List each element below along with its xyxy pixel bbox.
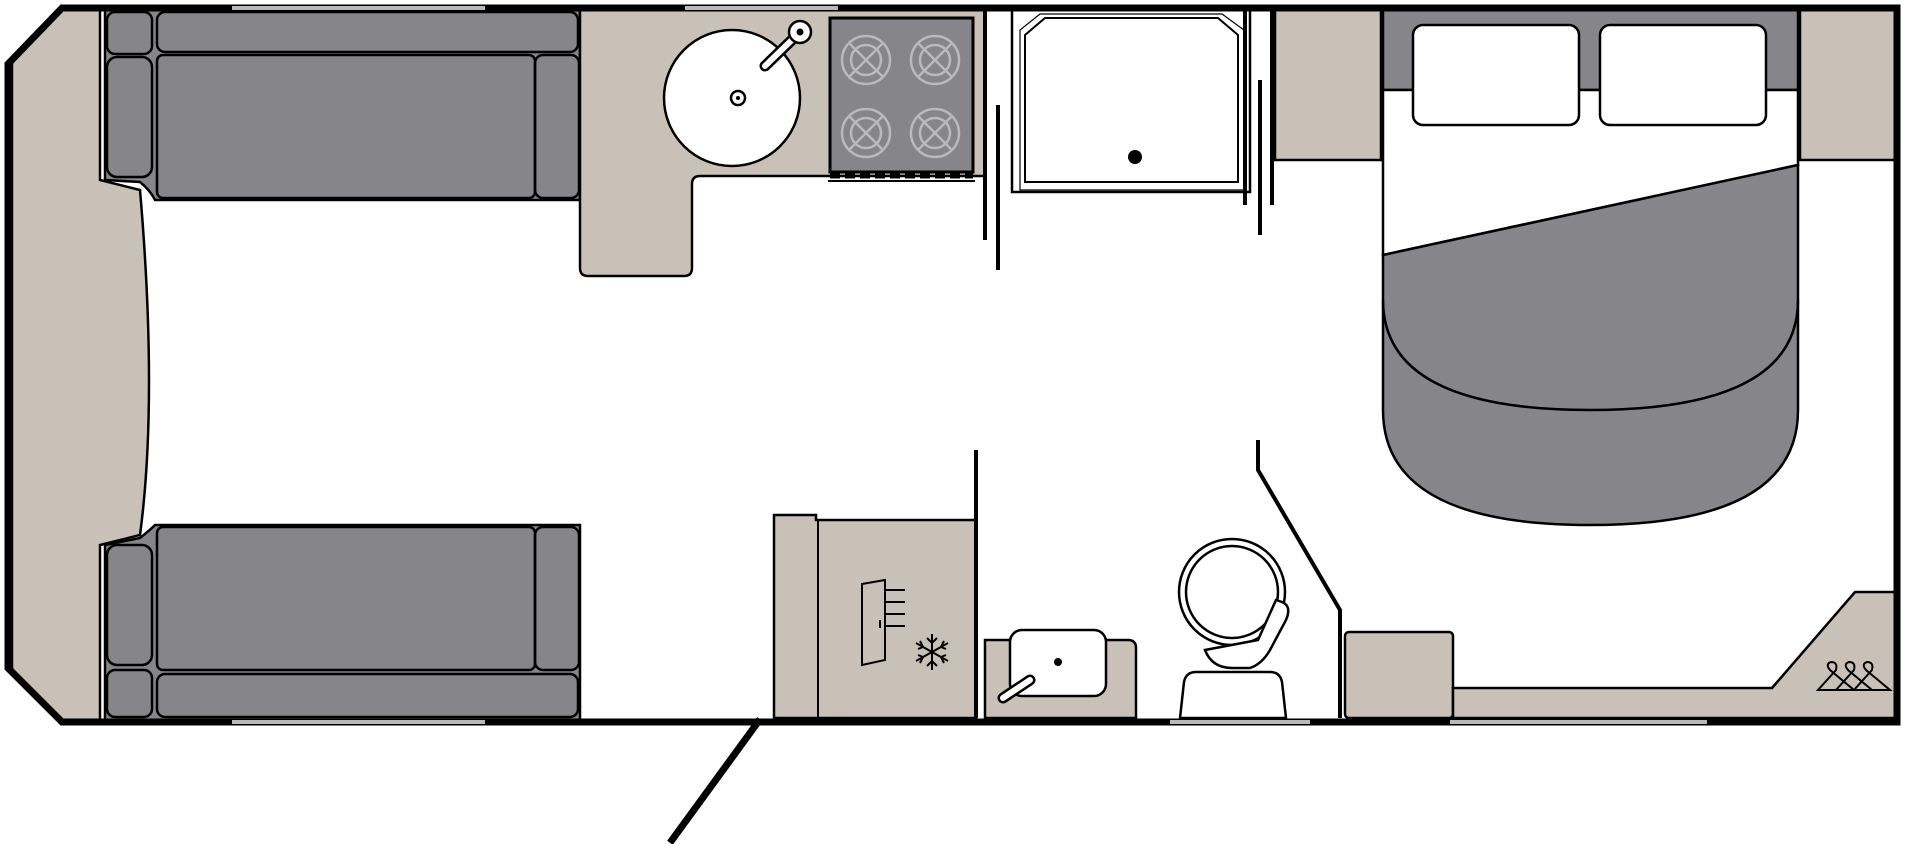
shower-drain-icon [1128,150,1142,164]
bedside-cabinet [1343,630,1455,720]
fridge-freezer [772,513,978,720]
bedroom-rear-cabinet-left [1273,8,1383,162]
bedroom-rear-cabinet-right [1798,8,1897,162]
pillow-right [1598,23,1768,127]
gas-hob-four-burner [828,16,975,182]
partition-washroom-door [1256,440,1342,718]
round-sink [662,19,813,168]
windows [232,6,1707,724]
front-chest-cabinet [10,8,151,724]
washbasin [983,628,1138,720]
outer-wall [4,4,1901,844]
snowflake-icon [861,578,949,670]
front-lounge-sofa-bottom [103,523,582,722]
wardrobe [1451,590,1897,720]
double-bed [1381,88,1800,527]
front-lounge-sofa-top [103,8,582,202]
toilet-icon [1177,537,1290,670]
coat-hanger-icon [1815,660,1893,691]
toilet [1177,537,1290,720]
pillow-left [1411,23,1581,127]
gas-burner-icon [840,34,961,159]
shower-cubicle [983,8,1274,270]
